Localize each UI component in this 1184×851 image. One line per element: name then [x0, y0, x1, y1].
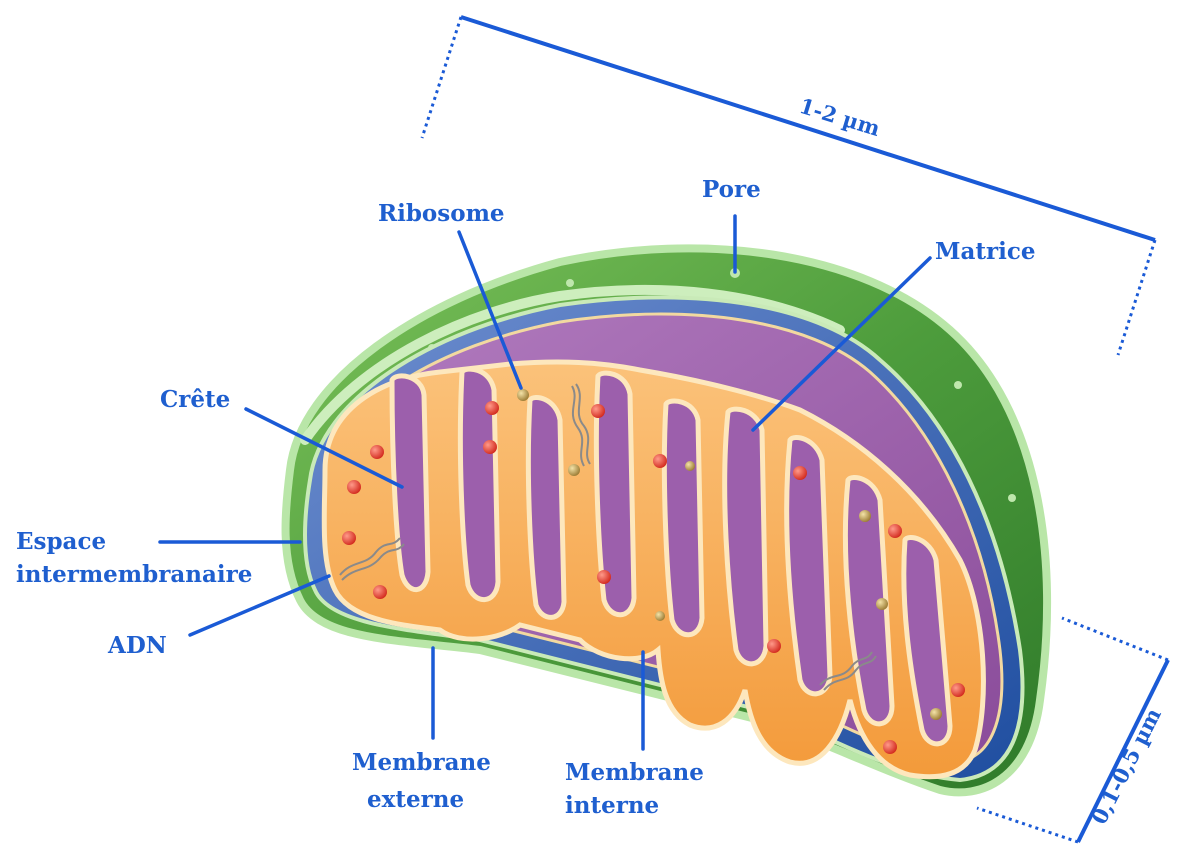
label-pore: Pore [702, 176, 761, 203]
width-label: 0,1-0,5 µm [1086, 704, 1166, 828]
length-label: 1-2 µm [797, 93, 884, 141]
label-espace-line1: Espace [16, 528, 106, 555]
label-membrane-externe-line2: externe [367, 786, 464, 813]
label-adn: ADN [107, 632, 167, 659]
label-ribosome: Ribosome [378, 200, 505, 227]
label-matrice: Matrice [935, 238, 1035, 265]
label-membrane-externe-line1: Membrane [352, 749, 491, 776]
label-espace-line2: intermembranaire [16, 561, 252, 588]
label-membrane-interne-line2: interne [565, 792, 659, 819]
label-membrane-interne-line1: Membrane [565, 759, 704, 786]
label-crete: Crête [160, 386, 230, 413]
